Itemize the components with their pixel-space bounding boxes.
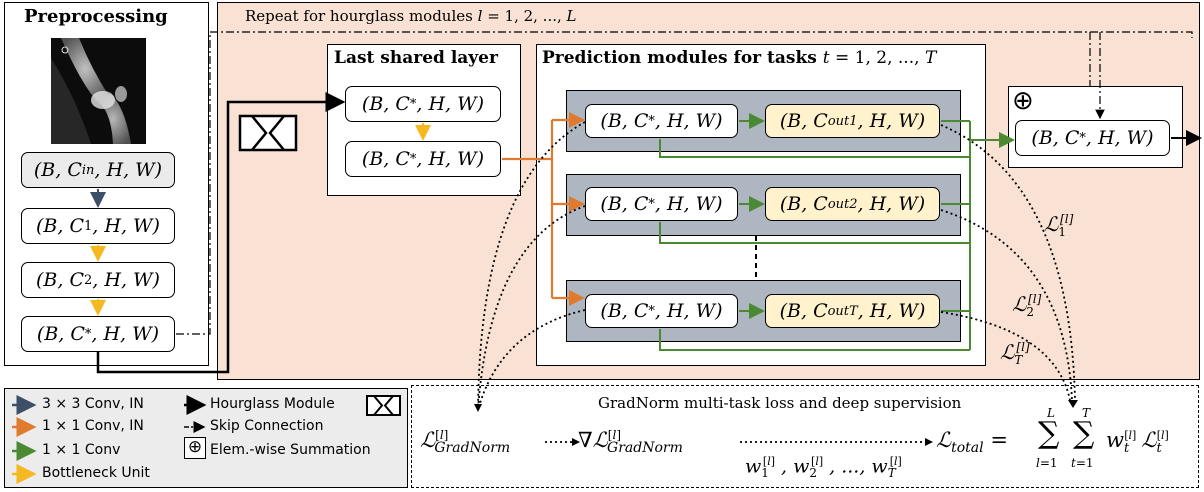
gradnorm-title: GradNorm multi-task loss and deep superv…	[598, 394, 962, 412]
loss-task-2: ℒ2[l]	[1012, 292, 1042, 319]
total-loss: ℒtotal =	[936, 428, 1008, 457]
legend-1x1-conv: 1 × 1 Conv	[42, 442, 121, 458]
total-terms: wt[l]ℒt[l]	[1106, 428, 1169, 457]
loss-task-T: ℒT[l]	[1000, 340, 1030, 367]
legend-summation-icon: ⊕	[184, 437, 206, 459]
total-sum-l: ∑	[1038, 416, 1060, 451]
pre-box-cstar: (B, C*, H, W)	[21, 316, 175, 352]
taskT-input: (B, C*, H, W)	[585, 294, 738, 328]
total-sum-l-bottom: l=1	[1036, 456, 1058, 470]
prediction-title: Prediction modules for tasks t = 1, 2, .…	[542, 48, 937, 68]
task2-input: (B, C*, H, W)	[585, 187, 738, 221]
loss-gradnorm: ℒ[l]GradNorm	[420, 428, 511, 457]
legend-skip: Skip Connection	[210, 418, 324, 434]
grad-loss-gradnorm: ∇ℒ[l]GradNorm	[578, 428, 683, 457]
legend-bottleneck: Bottleneck Unit	[42, 465, 150, 481]
legend-3x3-conv: 3 × 3 Conv, IN	[42, 396, 144, 412]
shared-box-1: (B, C*, H, W)	[345, 86, 501, 122]
legend-1x1-conv-in: 1 × 1 Conv, IN	[42, 418, 144, 434]
summation-output-box: (B, C*, H, W)	[1015, 120, 1170, 156]
preprocessing-title: Preprocessing	[24, 6, 168, 27]
task1-input: (B, C*, H, W)	[585, 104, 738, 138]
shared-box-2: (B, C*, H, W)	[345, 141, 501, 177]
legend-summation: Elem.-wise Summation	[210, 442, 371, 458]
total-sum-l-top: L	[1047, 406, 1055, 420]
total-sum-t: ∑	[1073, 416, 1095, 451]
repeat-label: Repeat for hourglass modules l = 1, 2, .…	[245, 7, 577, 25]
loss-task-1: ℒ1[l]	[1044, 212, 1074, 239]
task-weights: w1[l], w2[l], ..., wT[l]	[745, 455, 902, 481]
xray-image	[51, 38, 146, 144]
shared-layer-title: Last shared layer	[334, 48, 498, 68]
total-sum-t-bottom: t=1	[1071, 456, 1094, 470]
total-sum-t-top: T	[1082, 406, 1091, 420]
summation-symbol: ⊕	[1012, 86, 1034, 116]
legend-hourglass: Hourglass Module	[210, 396, 335, 412]
